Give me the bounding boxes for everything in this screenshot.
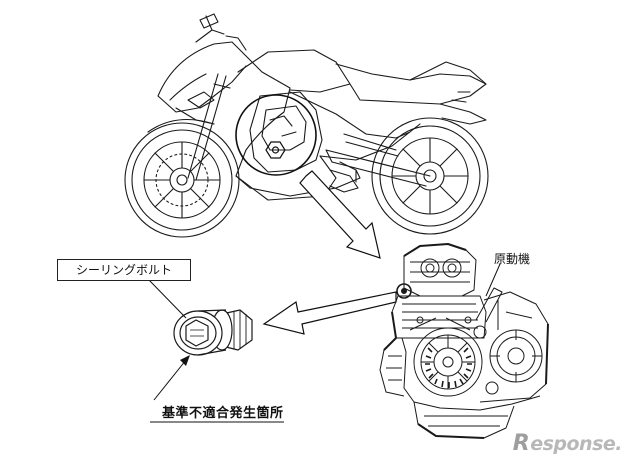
defect-leader	[153, 355, 190, 401]
frame	[289, 91, 421, 161]
mirror	[199, 13, 219, 29]
front-fork	[187, 73, 231, 181]
arrow-to-bolt	[262, 291, 397, 335]
swingarm	[325, 149, 431, 187]
tail-cowl	[409, 61, 487, 125]
watermark-initial: R	[512, 431, 530, 456]
engine-bolt-marker	[396, 283, 412, 299]
bolt-label-leader	[147, 278, 187, 319]
motorcycle-drawing	[124, 13, 489, 238]
fuel-tank	[237, 49, 351, 93]
engine-drawing	[379, 243, 549, 439]
watermark-text: esponse.	[530, 433, 622, 455]
callout-circle	[235, 94, 317, 176]
callout-bolt-marker	[265, 141, 286, 159]
arrow-to-engine	[299, 170, 381, 259]
front-wheel	[124, 122, 240, 238]
response-watermark-logo: Response.	[512, 431, 623, 456]
rear-wheel	[371, 117, 489, 235]
sealing-bolt-drawing	[173, 309, 253, 356]
bike-engine	[249, 91, 323, 173]
handlebar	[195, 15, 247, 51]
engine-label-leader	[485, 263, 501, 297]
engine-label: 原動機	[494, 252, 531, 266]
defect-location-label: 基準不適合発生箇所	[162, 406, 284, 421]
sealing-bolt-label: シーリングボルト	[57, 259, 191, 281]
exhaust	[235, 169, 361, 197]
seat	[335, 63, 487, 105]
fairing	[157, 41, 337, 201]
